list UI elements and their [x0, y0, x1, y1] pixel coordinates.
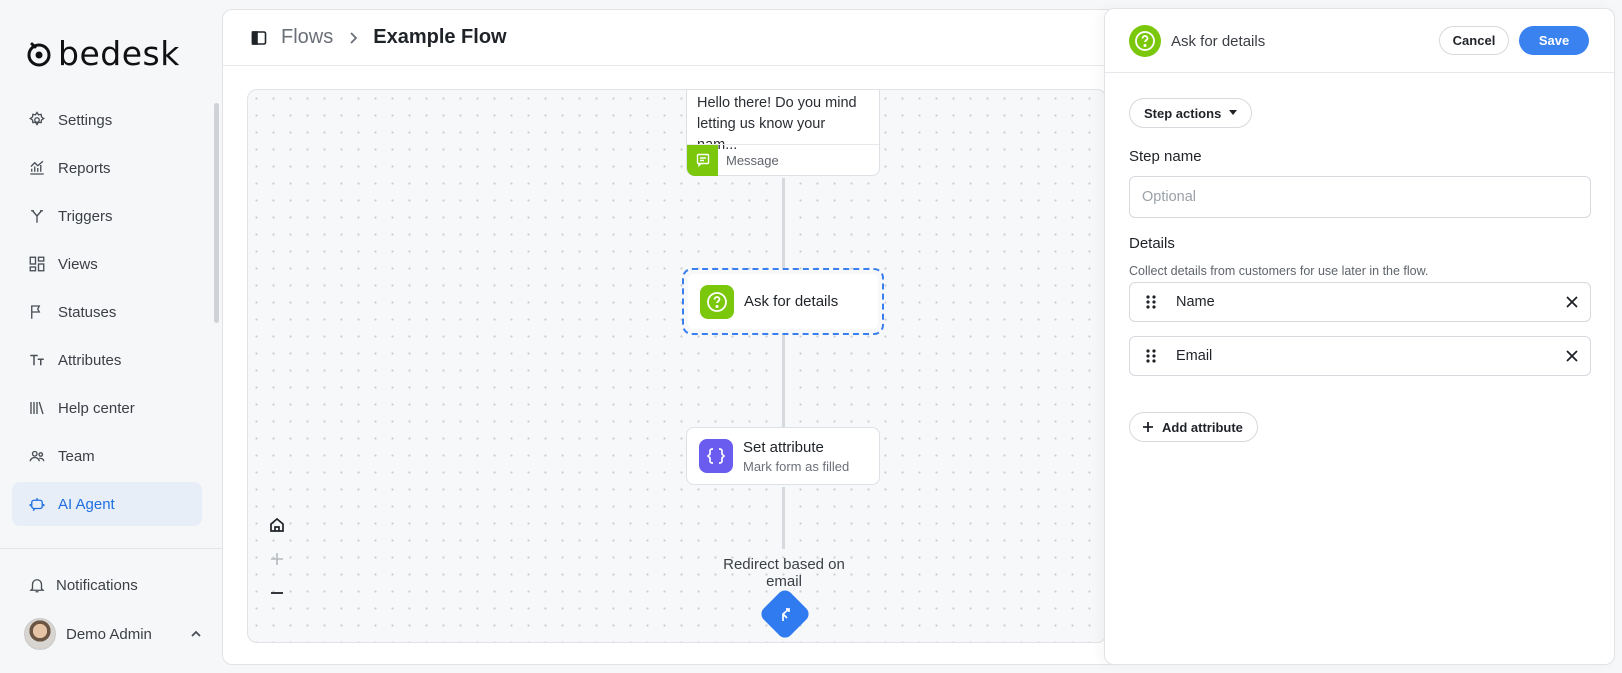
attribute-name: Email — [1176, 348, 1213, 364]
cancel-button[interactable]: Cancel — [1439, 26, 1509, 55]
bell-icon — [29, 579, 45, 593]
sidebar-item-label: Views — [58, 255, 98, 273]
message-type-label: Message — [726, 152, 779, 168]
add-attribute-label: Add attribute — [1162, 419, 1243, 435]
sidebar-scrollbar[interactable] — [214, 103, 219, 323]
connector-line — [782, 178, 785, 268]
branch-icon — [31, 210, 43, 223]
sidebar-item-help-center[interactable]: Help center — [12, 386, 202, 430]
save-button[interactable]: Save — [1519, 26, 1589, 55]
set-node-title: Set attribute — [743, 438, 824, 456]
sidebar-item-label: Help center — [58, 399, 135, 417]
sidebar-toggle-icon[interactable] — [251, 30, 267, 46]
step-name-label: Step name — [1129, 148, 1202, 165]
notifications-label: Notifications — [56, 576, 138, 594]
notifications-link[interactable]: Notifications — [28, 576, 138, 594]
sidebar-divider — [0, 548, 222, 549]
redirect-node-title: Redirect based on email — [723, 556, 845, 590]
step-actions-label: Step actions — [1144, 105, 1222, 121]
topbar: Flows Example Flow — [223, 10, 1613, 66]
zoom-in-button[interactable] — [266, 548, 288, 570]
library-icon — [30, 401, 44, 415]
sidebar-item-views[interactable]: Views — [12, 242, 202, 286]
page-title: Example Flow — [373, 26, 507, 48]
panel-title-text: Ask for details — [1171, 32, 1266, 50]
sidebar-item-label: AI Agent — [58, 495, 115, 513]
drag-handle-icon[interactable] — [1144, 295, 1158, 309]
question-icon — [700, 284, 734, 319]
step-actions-dropdown[interactable]: Step actions — [1129, 98, 1253, 128]
sidebar-item-reports[interactable]: Reports — [12, 146, 202, 190]
user-name: Demo Admin — [66, 625, 152, 643]
grid-icon — [29, 256, 45, 272]
message-node[interactable]: Hello there! Do you mind letting us know… — [686, 90, 880, 176]
plus-icon — [1143, 422, 1153, 432]
details-label: Details — [1129, 235, 1175, 252]
caret-down-icon — [1229, 110, 1238, 115]
sidebar-item-team[interactable]: Team — [12, 434, 202, 478]
sidebar-item-statuses[interactable]: Statuses — [12, 290, 202, 334]
flow-canvas[interactable]: Hello there! Do you mind letting us know… — [247, 89, 1107, 643]
ask-for-details-node-selected[interactable]: Ask for details — [682, 268, 884, 335]
add-attribute-button[interactable]: Add attribute — [1129, 412, 1258, 442]
close-icon[interactable] — [1566, 296, 1578, 308]
sidebar-item-label: Triggers — [58, 207, 113, 225]
avatar — [24, 618, 56, 650]
sidebar-item-settings[interactable]: Settings — [12, 98, 202, 142]
set-node-subtitle: Mark form as filled — [743, 458, 850, 474]
sidebar-item-label: Settings — [58, 111, 113, 129]
close-icon[interactable] — [1566, 350, 1578, 362]
sidebar-item-ai-agent[interactable]: AI Agent — [12, 482, 202, 526]
sidebar-item-label: Team — [58, 447, 95, 465]
sidebar: bedesk Settings Reports Triggers Views S… — [0, 0, 222, 673]
logo-text: bedesk — [58, 34, 180, 73]
gear-icon — [29, 111, 45, 126]
bot-icon — [29, 498, 45, 512]
plus-icon — [271, 553, 283, 565]
braces-icon — [699, 439, 733, 473]
minus-icon — [271, 592, 283, 594]
sidebar-item-label: Reports — [58, 159, 111, 177]
panel-title: Ask for details — [1129, 25, 1265, 57]
step-name-input[interactable] — [1129, 176, 1591, 218]
message-text: Hello there! Do you mind letting us know… — [697, 95, 857, 153]
drag-handle-icon[interactable] — [1144, 349, 1158, 363]
flag-icon — [31, 305, 41, 319]
breadcrumb-flows[interactable]: Flows — [281, 26, 334, 48]
sidebar-item-attributes[interactable]: Attributes — [12, 338, 202, 382]
team-icon — [29, 450, 45, 462]
home-zoom-button[interactable] — [266, 514, 288, 536]
split-icon — [773, 602, 797, 626]
chevron-right-icon — [350, 31, 358, 44]
attribute-row[interactable]: Name — [1129, 282, 1591, 322]
connector-line — [782, 487, 785, 549]
chevron-up-icon — [191, 630, 201, 637]
set-attribute-node[interactable]: Set attribute Mark form as filled — [686, 427, 880, 485]
chart-icon — [30, 160, 44, 175]
step-editor-panel: Ask for details Cancel Save Step actions… — [1104, 8, 1615, 665]
user-menu[interactable]: Demo Admin — [24, 618, 202, 650]
home-icon — [270, 517, 284, 532]
attribute-row[interactable]: Email — [1129, 336, 1591, 376]
attribute-name: Name — [1176, 294, 1215, 310]
message-icon — [687, 144, 718, 176]
sidebar-nav: Settings Reports Triggers Views Statuses… — [12, 98, 202, 530]
sidebar-item-label: Attributes — [58, 351, 122, 369]
sidebar-item-label: Statuses — [58, 303, 117, 321]
zoom-out-button[interactable] — [266, 582, 288, 604]
ask-node-title: Ask for details — [744, 293, 839, 310]
details-hint: Collect details from customers for use l… — [1129, 264, 1429, 278]
message-footer: Message — [687, 144, 879, 176]
brand-logo[interactable]: bedesk — [26, 34, 180, 73]
connector-line — [782, 335, 785, 427]
panel-header: Ask for details Cancel Save — [1105, 9, 1614, 73]
text-icon — [30, 354, 44, 366]
question-icon — [1129, 25, 1161, 57]
sidebar-item-triggers[interactable]: Triggers — [12, 194, 202, 238]
ask-for-details-node[interactable]: Ask for details — [688, 274, 878, 329]
logo-icon — [27, 42, 51, 66]
